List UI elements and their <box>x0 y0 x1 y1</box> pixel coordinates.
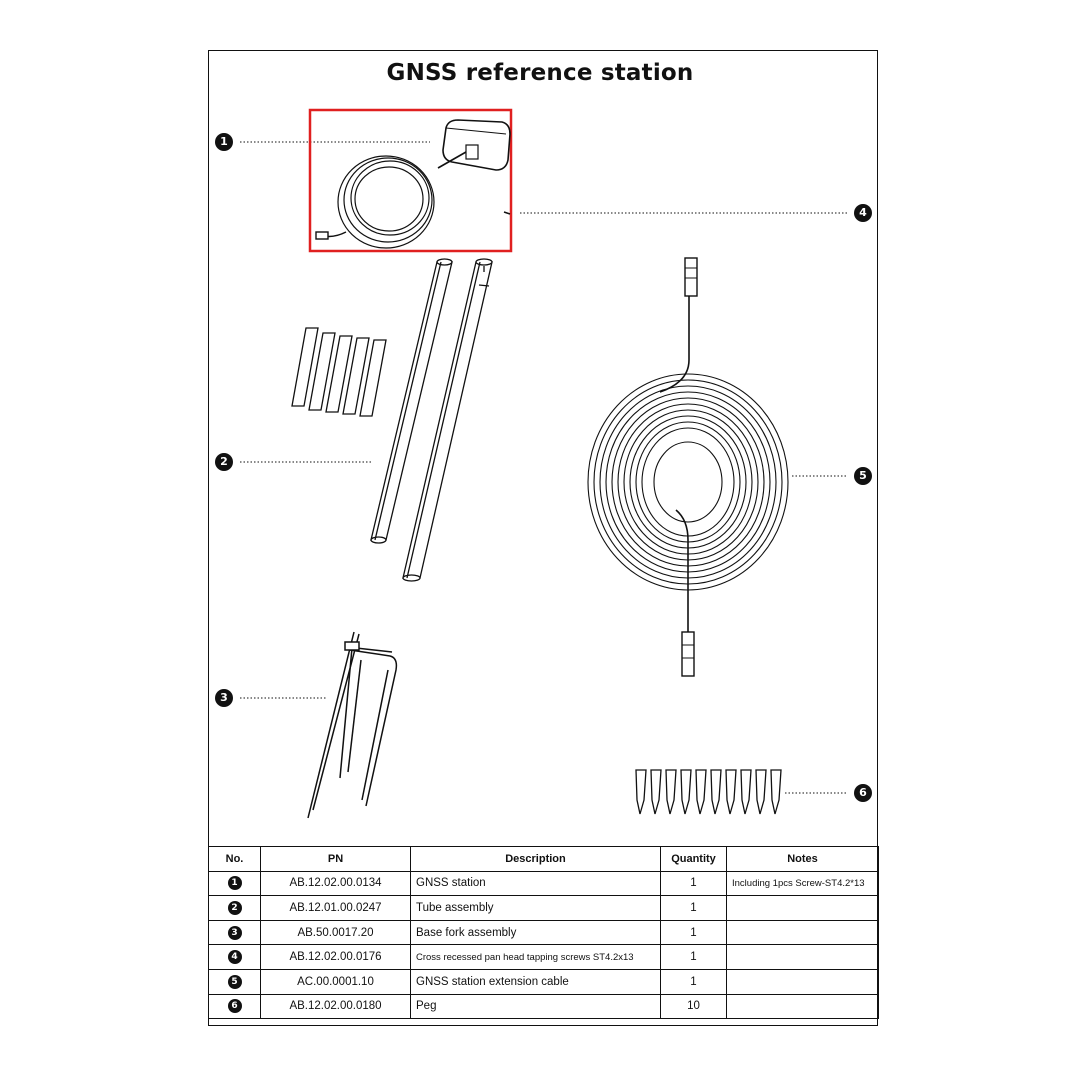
part-quantity: 10 <box>660 993 727 1020</box>
callout-6: 6 <box>854 784 872 802</box>
base-fork-illustration <box>307 631 398 819</box>
callout-4: 4 <box>854 204 872 222</box>
part-quantity: 1 <box>660 944 727 970</box>
callout-3: 3 <box>215 689 233 707</box>
row-number-badge: 5 <box>227 974 242 989</box>
table-row: 4 AB.12.02.00.0176 Cross recessed pan he… <box>208 944 879 970</box>
row-number-badge: 1 <box>227 876 242 891</box>
gnss-station-illustration <box>315 119 511 249</box>
part-number: AB.12.01.00.0247 <box>260 895 411 921</box>
part-description: Cross recessed pan head tapping screws S… <box>410 944 661 970</box>
highlight-box <box>308 108 513 253</box>
callout-2: 2 <box>215 453 233 471</box>
part-notes: Including 1pcs Screw-ST4.2*13 <box>726 870 879 897</box>
part-quantity: 1 <box>660 968 727 995</box>
part-description: GNSS station <box>410 870 661 897</box>
leader-lines <box>240 141 848 794</box>
part-description: Base fork assembly <box>410 919 661 946</box>
part-notes <box>726 993 879 1020</box>
part-number: AB.12.02.00.0134 <box>260 870 411 897</box>
table-row: 6 AB.12.02.00.0180 Peg 10 <box>208 993 879 1020</box>
part-notes <box>726 968 879 995</box>
table-row: 1 AB.12.02.00.0134 GNSS station 1 Includ… <box>208 870 879 897</box>
part-description: Peg <box>410 993 661 1020</box>
tube-assembly-illustration <box>291 258 493 582</box>
part-notes <box>726 944 879 970</box>
part-notes <box>726 919 879 946</box>
row-number-badge: 3 <box>227 925 242 940</box>
header-description: Description <box>410 846 661 872</box>
part-quantity: 1 <box>660 919 727 946</box>
callout-5: 5 <box>854 467 872 485</box>
parts-table: No. PN Description Quantity Notes 1 AB.1… <box>208 846 879 1020</box>
row-number-badge: 6 <box>227 999 242 1014</box>
header-notes: Notes <box>726 846 879 872</box>
callout-1: 1 <box>215 133 233 151</box>
header-pn: PN <box>260 846 411 872</box>
table-row: 3 AB.50.0017.20 Base fork assembly 1 <box>208 919 879 946</box>
part-quantity: 1 <box>660 895 727 921</box>
page-title: GNSS reference station <box>386 60 694 86</box>
table-row: 5 AC.00.0001.10 GNSS station extension c… <box>208 968 879 995</box>
header-no: No. <box>208 846 261 872</box>
table-row: 2 AB.12.01.00.0247 Tube assembly 1 <box>208 895 879 921</box>
pegs-illustration <box>635 769 782 815</box>
part-number: AC.00.0001.10 <box>260 968 411 995</box>
part-number: AB.50.0017.20 <box>260 919 411 946</box>
part-notes <box>726 895 879 921</box>
part-description: Tube assembly <box>410 895 661 921</box>
part-number: AB.12.02.00.0180 <box>260 993 411 1020</box>
part-description: GNSS station extension cable <box>410 968 661 995</box>
extension-cable-illustration <box>587 257 789 677</box>
part-quantity: 1 <box>660 870 727 897</box>
row-number-badge: 2 <box>227 900 242 915</box>
header-quantity: Quantity <box>660 846 727 872</box>
table-header-row: No. PN Description Quantity Notes <box>208 846 879 872</box>
part-number: AB.12.02.00.0176 <box>260 944 411 970</box>
row-number-badge: 4 <box>227 950 242 965</box>
